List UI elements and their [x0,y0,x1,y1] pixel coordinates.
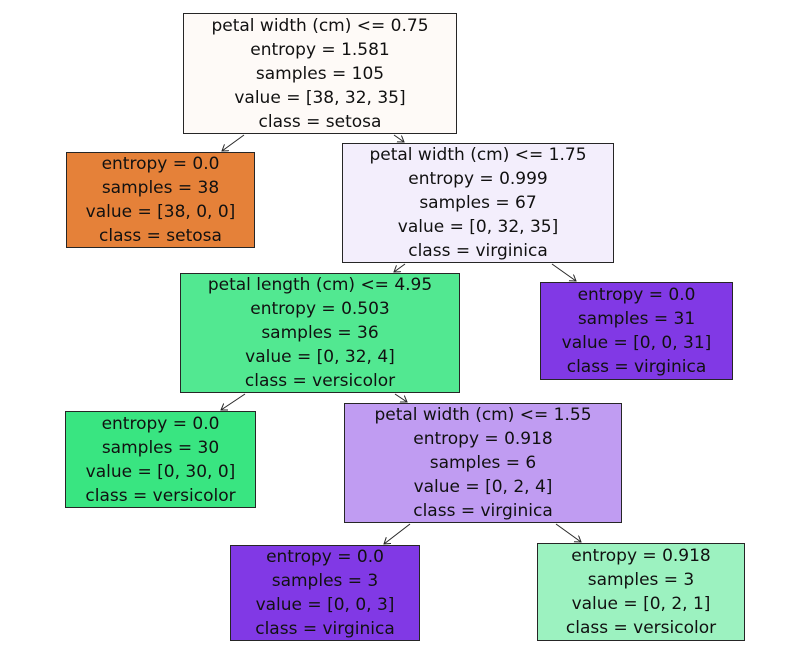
predicted-class: class = virginica [566,357,707,377]
edge-petal-width-155-to-versicolor-leaf-3 [555,523,581,542]
samples-count: samples = 105 [255,63,385,84]
class-distribution: value = [38, 32, 35] [234,87,406,108]
split-condition: petal width (cm) <= 1.75 [369,145,587,165]
entropy-value: entropy = 1.581 [250,39,390,60]
class-distribution: value = [0, 2, 4] [413,477,553,497]
tree-node-leaf-setosa: entropy = 0.0 samples = 38 value = [38, … [66,152,255,248]
split-condition: petal width (cm) <= 0.75 [211,15,429,36]
samples-count: samples = 6 [429,453,537,473]
samples-count: samples = 31 [577,309,696,329]
class-distribution: value = [0, 0, 3] [255,595,395,615]
edge-root-to-petal-width-175 [393,134,404,142]
class-distribution: value = [0, 2, 1] [571,594,711,614]
samples-count: samples = 3 [271,571,379,591]
entropy-value: entropy = 0.0 [101,154,220,174]
class-distribution: value = [0, 32, 35] [397,217,559,237]
edge-petal-width-175-to-virginica-leaf-31 [551,263,576,281]
tree-node-root-split: petal width (cm) <= 0.75 entropy = 1.581… [183,13,457,134]
entropy-value: entropy = 0.918 [571,546,711,566]
predicted-class: class = setosa [99,226,222,246]
entropy-value: entropy = 0.0 [266,547,384,567]
samples-count: samples = 3 [587,570,695,590]
predicted-class: class = versicolor [244,371,396,391]
tree-node-leaf-versicolor-30: entropy = 0.0 samples = 30 value = [0, 3… [65,411,256,508]
class-distribution: value = [0, 30, 0] [85,461,236,482]
entropy-value: entropy = 0.0 [577,285,696,305]
tree-node-leaf-virginica-31: entropy = 0.0 samples = 31 value = [0, 0… [540,282,733,380]
edge-root-to-setosa-leaf [222,134,245,151]
predicted-class: class = versicolor [85,485,236,506]
class-distribution: value = [0, 32, 4] [245,347,395,367]
samples-count: samples = 67 [419,193,537,213]
entropy-value: entropy = 0.999 [408,169,548,189]
tree-node-split-petal-width-1-55: petal width (cm) <= 1.55 entropy = 0.918… [344,403,622,523]
entropy-value: entropy = 0.918 [413,429,553,449]
entropy-value: entropy = 0.503 [250,299,390,319]
tree-node-leaf-virginica-3: entropy = 0.0 samples = 3 value = [0, 0,… [230,545,420,641]
predicted-class: class = setosa [258,111,382,132]
tree-node-split-petal-length-4-95: petal length (cm) <= 4.95 entropy = 0.50… [180,273,460,393]
predicted-class: class = virginica [413,501,553,521]
predicted-class: class = versicolor [565,618,717,638]
predicted-class: class = virginica [408,241,548,261]
samples-count: samples = 36 [261,323,379,343]
tree-node-split-petal-width-1-75: petal width (cm) <= 1.75 entropy = 0.999… [342,143,614,263]
split-condition: petal width (cm) <= 1.55 [374,405,592,425]
edge-petal-length-495-to-petal-width-155 [394,393,407,402]
class-distribution: value = [0, 0, 31] [561,333,712,353]
edge-petal-width-175-to-petal-length-495 [394,263,406,272]
predicted-class: class = virginica [255,619,395,639]
samples-count: samples = 38 [101,178,220,198]
class-distribution: value = [38, 0, 0] [85,202,236,222]
edge-petal-length-495-to-versicolor-leaf-30 [221,393,246,410]
samples-count: samples = 30 [101,437,220,458]
split-condition: petal length (cm) <= 4.95 [207,275,433,295]
tree-node-leaf-versicolor-3: entropy = 0.918 samples = 3 value = [0, … [537,543,745,641]
entropy-value: entropy = 0.0 [101,413,220,434]
edge-petal-width-155-to-virginica-leaf-3 [384,523,411,544]
